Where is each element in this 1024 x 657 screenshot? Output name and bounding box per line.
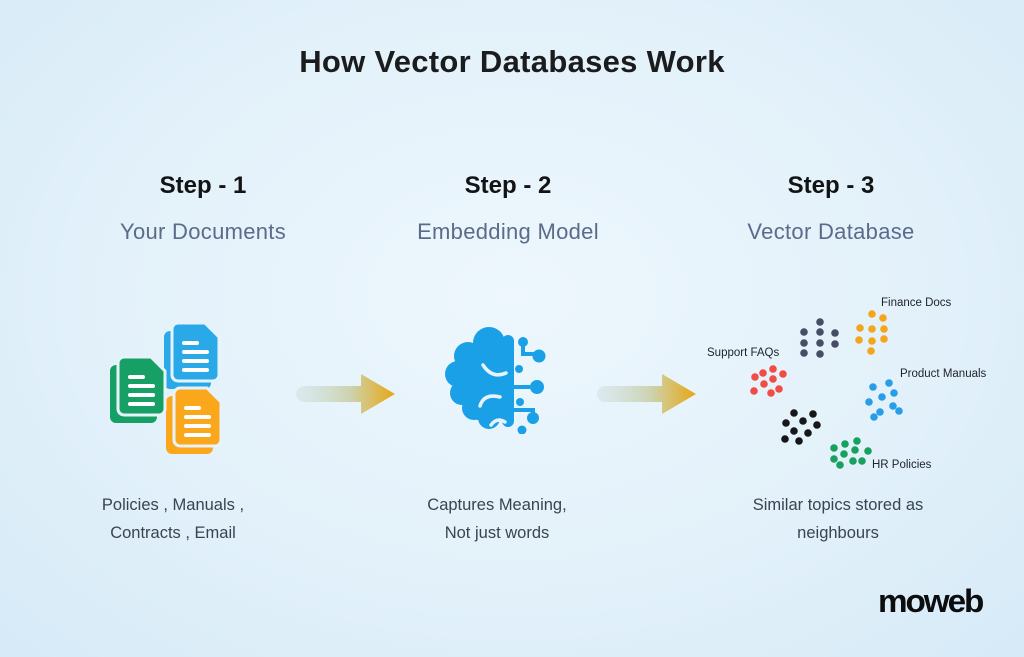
step-2-label: Step - 2 <box>464 172 552 199</box>
vector-dot <box>760 380 768 388</box>
vector-dot <box>878 393 886 401</box>
vector-dot <box>836 461 844 469</box>
vector-dot <box>813 421 821 429</box>
document-icon-orange <box>166 386 223 454</box>
vector-dot <box>856 324 864 332</box>
vector-dot <box>767 389 775 397</box>
vector-dot <box>841 440 849 448</box>
vector-dot <box>790 409 798 417</box>
vector-dot <box>880 335 888 343</box>
document-icon-green <box>110 355 167 423</box>
vector-dot <box>790 427 798 435</box>
vector-dot <box>895 407 903 415</box>
vector-dot <box>830 455 838 463</box>
moweb-logo: moweb <box>878 583 984 619</box>
brain-fissure-lines <box>478 363 508 427</box>
caption-line: neighbours <box>797 524 879 542</box>
cluster-hr-policies <box>830 437 872 469</box>
cluster-product-manuals-label: Product Manuals <box>900 368 987 380</box>
cluster-hr-policies-label: HR Policies <box>872 459 932 471</box>
vector-dot <box>830 444 838 452</box>
vector-dot <box>868 325 876 333</box>
vector-dot <box>816 328 824 336</box>
vector-dot <box>831 329 839 337</box>
step-1-caption: Policies , Manuals , Contracts , Email <box>33 491 313 547</box>
vector-dot <box>889 402 897 410</box>
vector-dot <box>869 383 877 391</box>
cluster-navy <box>800 318 839 358</box>
vector-dot <box>831 340 839 348</box>
vector-dot <box>885 379 893 387</box>
step-2-caption: Captures Meaning, Not just words <box>357 491 637 547</box>
brain-circuit-icon <box>443 326 548 435</box>
vector-dot <box>868 310 876 318</box>
step-2-subtitle: Embedding Model <box>417 219 599 244</box>
cluster-finance-docs-label: Finance Docs <box>881 297 952 309</box>
vector-dot <box>868 337 876 345</box>
vector-dot <box>800 339 808 347</box>
vector-dot <box>816 350 824 358</box>
vector-dot <box>779 370 787 378</box>
clusters-svg <box>750 310 903 469</box>
vector-dot <box>804 429 812 437</box>
vector-dot <box>840 450 848 458</box>
vector-dot <box>864 447 872 455</box>
vector-dot <box>849 457 857 465</box>
brain-left-half <box>445 327 514 429</box>
vector-dot <box>769 375 777 383</box>
vector-dot <box>853 437 861 445</box>
caption-line: Similar topics stored as <box>752 496 924 514</box>
arrow-right-icon <box>293 371 398 417</box>
caption-line: Contracts , Email <box>110 524 236 542</box>
vector-dot <box>775 385 783 393</box>
vector-dot <box>865 398 873 406</box>
brain-circuit-lines <box>511 344 535 416</box>
documents-icon <box>100 315 225 460</box>
vector-dot <box>782 419 790 427</box>
vector-dot <box>750 387 758 395</box>
vector-dot <box>800 349 808 357</box>
vector-dot <box>816 318 824 326</box>
cluster-support-faqs <box>750 365 787 397</box>
step-1-subtitle: Your Documents <box>119 219 287 244</box>
vector-dot <box>879 314 887 322</box>
arrow-right-icon <box>594 371 699 417</box>
vector-dot <box>851 446 859 454</box>
cluster-finance-docs <box>855 310 888 355</box>
cluster-black <box>781 409 821 445</box>
vector-dot <box>799 417 807 425</box>
cluster-product-manuals <box>865 379 903 421</box>
vector-dot <box>781 435 789 443</box>
vector-dot <box>876 408 884 416</box>
step-3-label: Step - 3 <box>787 172 875 199</box>
vector-dot <box>855 336 863 344</box>
vector-dot <box>816 339 824 347</box>
step-3-subtitle: Vector Database <box>747 219 915 244</box>
vector-dot <box>759 369 767 377</box>
vector-dot <box>890 389 898 397</box>
vector-dot <box>751 373 759 381</box>
vector-dot <box>800 328 808 336</box>
page-title: How Vector Databases Work <box>299 44 725 79</box>
vector-dot <box>867 347 875 355</box>
caption-line: Not just words <box>444 524 550 542</box>
step-1-label: Step - 1 <box>159 172 247 199</box>
documents-svg <box>110 321 223 454</box>
caption-line: Policies , Manuals , <box>101 496 245 514</box>
document-icon-blue <box>164 321 221 389</box>
brain-circuit-nodes <box>515 337 546 435</box>
vector-dot <box>769 365 777 373</box>
vector-dot <box>880 325 888 333</box>
vector-dot <box>870 413 878 421</box>
cluster-support-faqs-label: Support FAQs <box>707 347 780 359</box>
vector-dot <box>858 457 866 465</box>
step-3-caption: Similar topics stored as neighbours <box>698 491 978 547</box>
vector-dot <box>795 437 803 445</box>
caption-line: Captures Meaning, <box>427 496 567 514</box>
vector-dot <box>809 410 817 418</box>
